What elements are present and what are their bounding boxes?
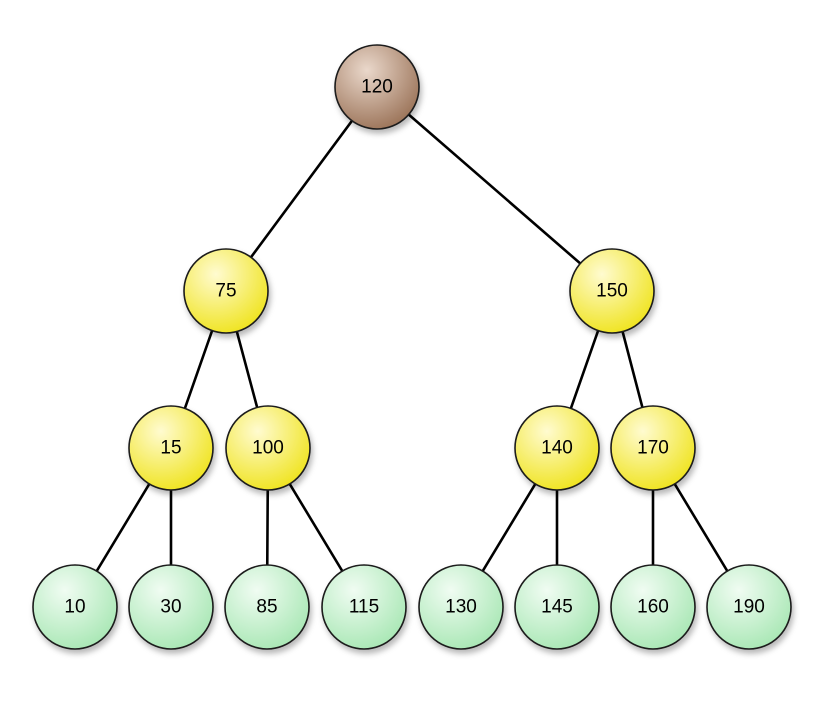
tree-edge-120-150: [375, 85, 614, 293]
tree-node-160: 160: [610, 564, 696, 650]
tree-node-circle: [183, 248, 269, 334]
tree-node-circle: [32, 564, 118, 650]
tree-node-circle: [225, 405, 311, 491]
tree-node-circle: [569, 248, 655, 334]
tree-node-circle: [224, 564, 310, 650]
tree-node-100: 100: [225, 405, 311, 491]
tree-node-label: 85: [256, 597, 277, 618]
tree-node-circle: [610, 564, 696, 650]
tree-node-circle: [514, 405, 600, 491]
tree-node-85: 85: [224, 564, 310, 650]
tree-edges: [73, 85, 751, 609]
tree-node-circle: [321, 564, 407, 650]
tree-node-115: 115: [321, 564, 407, 650]
tree-node-190: 190: [706, 564, 792, 650]
tree-node-170: 170: [610, 405, 696, 491]
tree-node-label: 160: [637, 597, 669, 618]
tree-node-circle: [128, 405, 214, 491]
tree-node-label: 30: [160, 597, 181, 618]
tree-node-label: 15: [160, 438, 181, 459]
tree-node-130: 130: [418, 564, 504, 650]
tree-node-label: 150: [596, 281, 628, 302]
tree-node-label: 130: [445, 597, 477, 618]
tree-node-75: 75: [183, 248, 269, 334]
tree-node-circle: [128, 564, 214, 650]
tree-node-120: 120: [334, 44, 420, 130]
tree-node-label: 120: [361, 77, 393, 98]
tree-node-circle: [514, 564, 600, 650]
tree-node-circle: [706, 564, 792, 650]
tree-node-140: 140: [514, 405, 600, 491]
tree-node-circle: [334, 44, 420, 130]
tree-node-label: 145: [541, 597, 573, 618]
tree-node-label: 75: [215, 281, 236, 302]
tree-node-label: 10: [64, 597, 85, 618]
tree-node-145: 145: [514, 564, 600, 650]
tree-node-150: 150: [569, 248, 655, 334]
tree-node-label: 170: [637, 438, 669, 459]
tree-node-label: 190: [733, 597, 765, 618]
tree-node-label: 115: [349, 597, 379, 618]
tree-node-label: 100: [252, 438, 284, 459]
tree-node-10: 10: [32, 564, 118, 650]
tree-node-label: 140: [541, 438, 573, 459]
tree-node-30: 30: [128, 564, 214, 650]
tree-node-circle: [418, 564, 504, 650]
tree-nodes: 120 75 150 15 100 140 170 10 30 85 115 130 145 160 190: [32, 44, 792, 650]
tree-node-15: 15: [128, 405, 214, 491]
tree-node-circle: [610, 405, 696, 491]
